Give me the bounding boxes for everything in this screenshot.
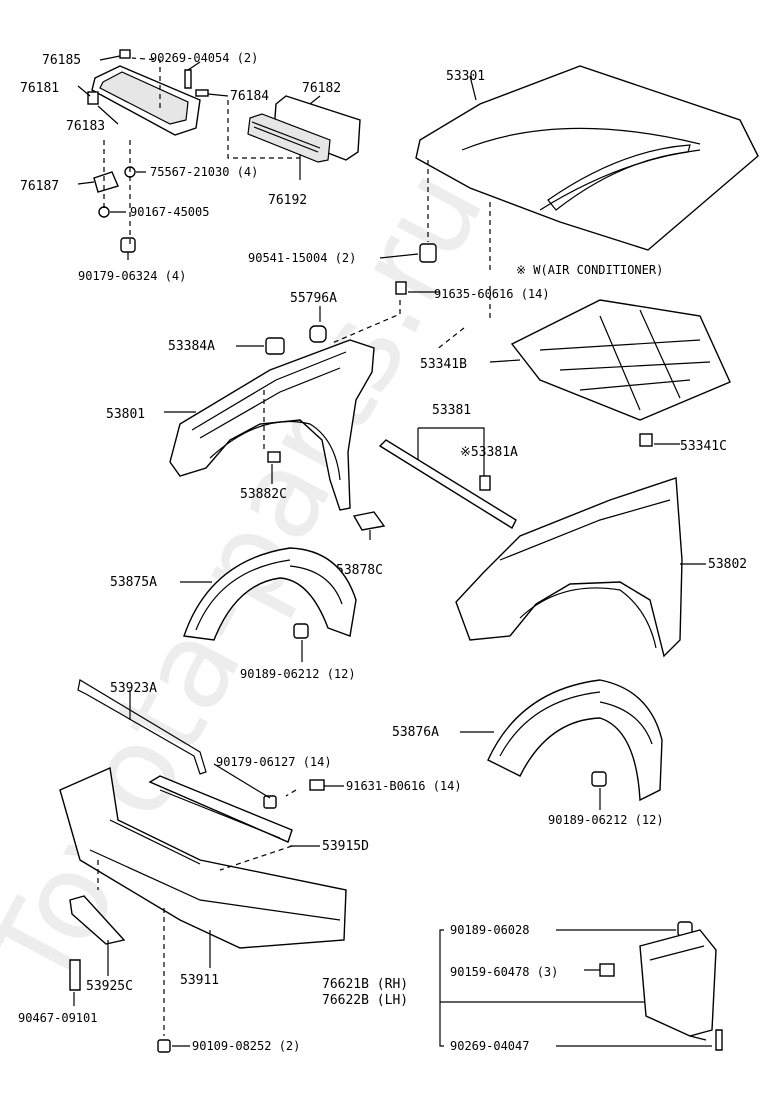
clip-90467-icon: [69, 959, 81, 991]
cushion-90541-icon: [419, 243, 437, 263]
label-76183: 76183: [66, 119, 105, 134]
label-53381: 53381: [432, 403, 471, 418]
label-53882c: 53882C: [240, 487, 287, 502]
label-53341c: 53341C: [680, 439, 727, 454]
fender-53802: [455, 477, 706, 658]
hood-scoop-assembly: [77, 49, 361, 260]
clip-53341c-icon: [639, 433, 653, 447]
label-53801: 53801: [106, 407, 145, 422]
label-76621b: 76621B (RH): [322, 977, 408, 992]
label-90179-06127: 90179-06127 (14): [216, 755, 332, 769]
label-90269-04054: 90269-04054 (2): [150, 51, 258, 65]
label-76184: 76184: [230, 89, 269, 104]
label-53381a: ※53381A: [460, 445, 518, 460]
label-90109-08252: 90109-08252 (2): [192, 1039, 300, 1053]
label-53384a: 53384A: [168, 339, 215, 354]
retainer-53915d: [148, 775, 293, 843]
clip-90189-a-icon: [293, 623, 309, 639]
label-76182: 76182: [302, 81, 341, 96]
hood-53301: [379, 65, 759, 270]
note-air-conditioner: ※ W(AIR CONDITIONER): [516, 263, 663, 277]
label-53911: 53911: [180, 973, 219, 988]
label-76192: 76192: [268, 193, 307, 208]
label-90189-06212-b: 90189-06212 (12): [548, 813, 664, 827]
label-90189-06028: 90189-06028: [450, 923, 529, 937]
moulding-53923a: [77, 679, 207, 775]
label-76187: 76187: [20, 179, 59, 194]
label-53923a: 53923A: [110, 681, 157, 696]
label-53341b: 53341B: [420, 357, 467, 372]
label-76185: 76185: [42, 53, 81, 68]
label-90189-06212-a: 90189-06212 (12): [240, 667, 356, 681]
label-53915d: 53915D: [322, 839, 369, 854]
label-91635-60616: 91635-60616 (14): [434, 287, 550, 301]
label-91631-b0616: 91631-B0616 (14): [346, 779, 462, 793]
label-53802: 53802: [708, 557, 747, 572]
cushion-55796a-icon: [309, 325, 327, 343]
label-53925c: 53925C: [86, 979, 133, 994]
liner-53876a: [460, 679, 663, 810]
bracket-53925c: [69, 895, 126, 945]
label-90269-04047: 90269-04047: [450, 1039, 529, 1053]
nut-90179-icon: [120, 237, 136, 253]
bumper-assembly: [59, 679, 347, 1053]
bolt-90167-icon: [98, 206, 110, 218]
label-53876a: 53876A: [392, 725, 439, 740]
bumper-53911: [59, 766, 347, 949]
label-53875a: 53875A: [110, 575, 157, 590]
bracket-53384a-icon: [265, 337, 285, 355]
label-90541-15004: 90541-15004 (2): [248, 251, 356, 265]
mudflap-76621b: [639, 929, 717, 1037]
fender-53801: [164, 281, 440, 540]
seal-53381: [378, 427, 517, 529]
label-53878c: 53878C: [336, 563, 383, 578]
seal-53882c-icon: [267, 451, 281, 463]
screw-90269-icon: [184, 69, 192, 89]
label-90179-06324: 90179-06324 (4): [78, 269, 186, 283]
clip-76185-icon: [119, 49, 131, 59]
label-90167-45005: 90167-45005: [130, 205, 209, 219]
label-90467-09101: 90467-09101: [18, 1011, 97, 1025]
clip-90189-b-icon: [591, 771, 607, 787]
clip-53381a-icon: [479, 475, 491, 491]
label-76622b: 76622B (LH): [322, 993, 408, 1008]
label-53301: 53301: [446, 69, 485, 84]
label-76181: 76181: [20, 81, 59, 96]
bracket-76187-icon: [93, 171, 119, 193]
nut-90179-06127-icon: [263, 795, 277, 809]
under-cover-53341b: [435, 286, 731, 447]
label-75567-21030: 75567-21030 (4): [150, 165, 258, 179]
liner-53875a: [180, 547, 357, 662]
clip-76183-icon: [87, 91, 99, 105]
clip-90269-04047-icon: [715, 1029, 723, 1051]
screw-90159-icon: [599, 963, 615, 977]
clip-76184-icon: [195, 89, 209, 97]
label-55796a: 55796A: [290, 291, 337, 306]
label-90159-60478: 90159-60478 (3): [450, 965, 558, 979]
bolt-91635-icon: [395, 281, 407, 295]
screw-91631-icon: [309, 779, 325, 791]
mudflap-assembly: [439, 921, 723, 1051]
bracket-53878c-icon: [352, 511, 386, 531]
screw-90109-icon: [157, 1039, 171, 1053]
